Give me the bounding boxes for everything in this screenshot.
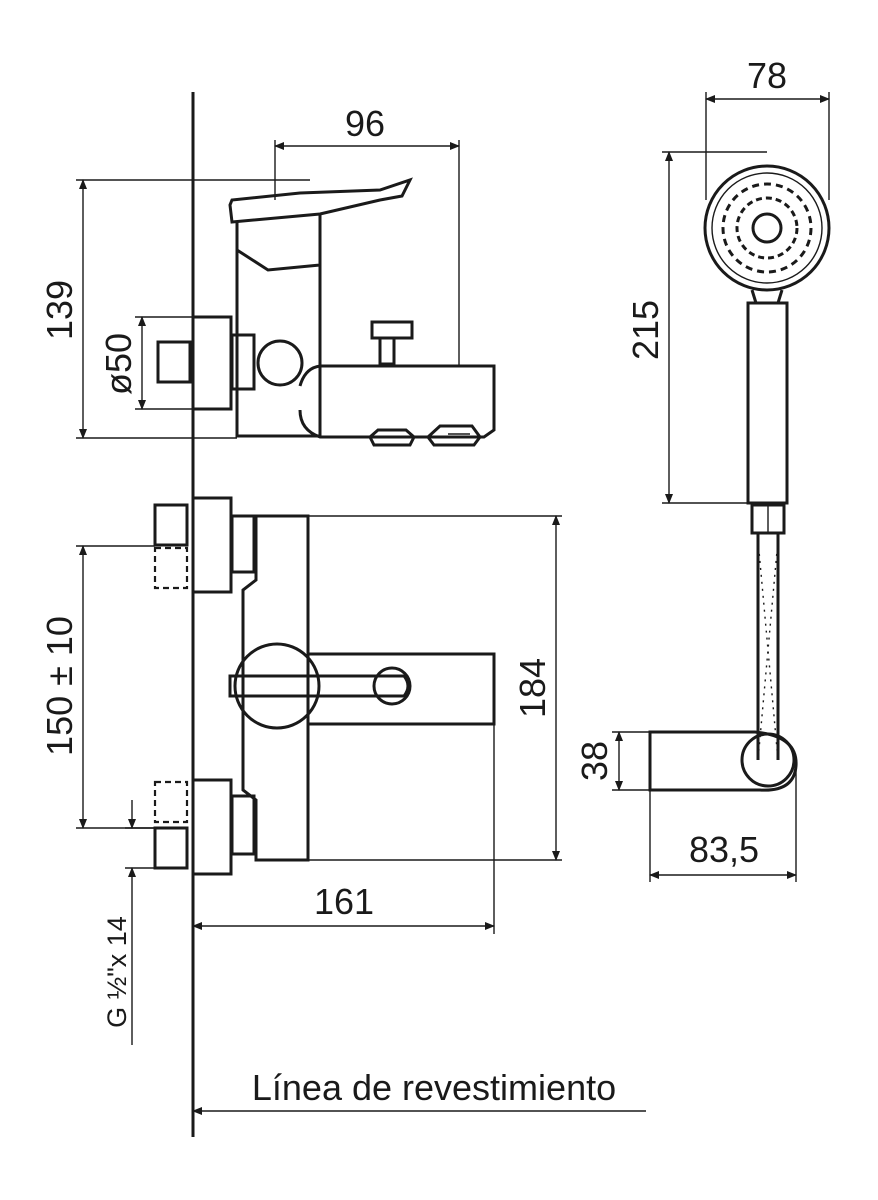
dimension-thread-label: G ½"x 14	[102, 916, 132, 1028]
dimension-78: 78	[705, 55, 830, 200]
dimension-139: 139	[39, 179, 310, 439]
dimension-184-label: 184	[512, 658, 553, 718]
dimension-184: 184	[308, 515, 562, 861]
dimension-78-label: 78	[747, 55, 787, 96]
faucet-front-view	[153, 496, 496, 876]
dimension-139-label: 139	[39, 280, 80, 340]
dimension-161: 161	[192, 724, 495, 934]
wall-line-label: Línea de revestimiento	[252, 1067, 616, 1108]
hand-shower	[648, 164, 831, 792]
dimension-83-5: 83,5	[649, 766, 797, 882]
dimension-38-label: 38	[574, 741, 615, 781]
dimension-diameter-50-label: ø50	[98, 333, 139, 395]
dimension-83-5-label: 83,5	[689, 829, 759, 870]
dimension-96: 96	[274, 103, 460, 366]
dimension-215-label: 215	[625, 300, 666, 360]
faucet-side-view	[156, 177, 496, 447]
wall-line-annotation: Línea de revestimiento	[192, 1067, 646, 1115]
dimension-thread: G ½"x 14	[102, 800, 155, 1045]
dimension-161-label: 161	[314, 881, 374, 922]
dimension-215: 215	[625, 151, 767, 504]
dimension-150-label: 150 ± 10	[39, 616, 80, 756]
dimension-38: 38	[574, 731, 650, 791]
dimension-96-label: 96	[345, 103, 385, 144]
dimension-150: 150 ± 10	[39, 545, 155, 829]
dimension-diameter-50: ø50	[98, 316, 193, 410]
